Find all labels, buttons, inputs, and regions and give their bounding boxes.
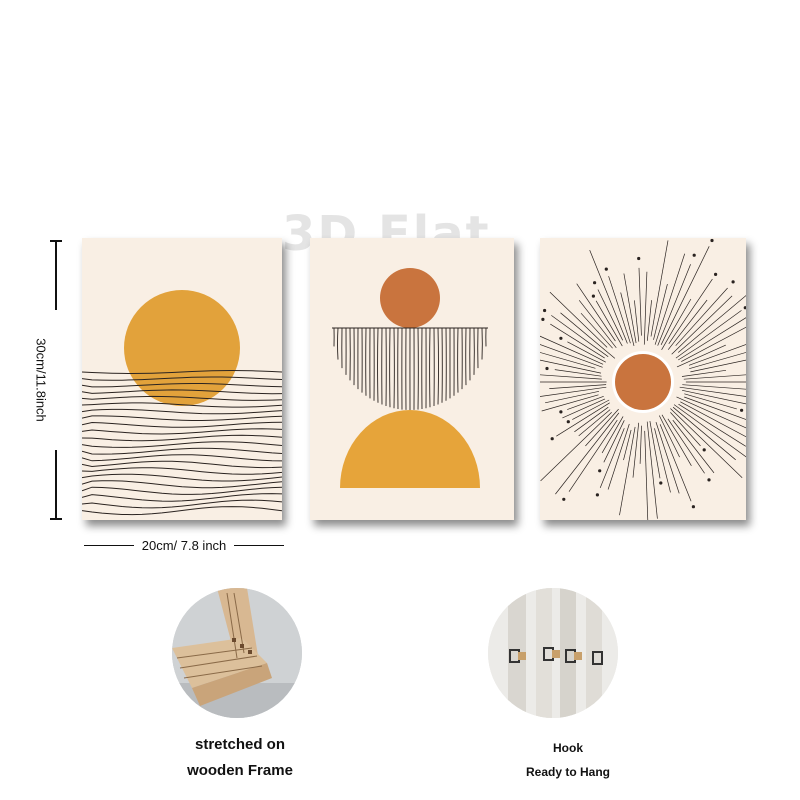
width-dimension: 20cm/ 7.8 inch [84,538,284,553]
ray-dot [605,268,608,271]
sunset-lines-artwork [82,238,282,520]
ray-dot [692,505,695,508]
ray-dot [710,239,713,242]
ray-dot [659,481,662,484]
hook-image [488,588,618,718]
sunburst-artwork [540,238,746,520]
ray-dot [703,448,706,451]
frame-caption-line1: stretched on [160,732,320,758]
wooden-frame-image [172,588,302,718]
ray-dot [732,280,735,283]
ray-dot [592,295,595,298]
ray-dot [637,257,640,260]
ray-dot [707,478,710,481]
ray-dot [596,493,599,496]
hook-caption-line2: Ready to Hang [478,760,658,784]
wooden-frame-photo [172,588,302,718]
ray-dot [545,367,548,370]
height-dimension-line-bottom [55,450,57,520]
hook-caption: Hook Ready to Hang [478,736,658,784]
ray-dot [693,254,696,257]
ray-dot [714,273,717,276]
ray-dot [559,410,562,413]
ray-dot [551,437,554,440]
height-dimension-label: 30cm/11.8inch [34,338,49,422]
print-panel-semicircles [310,238,514,520]
ray-dot [567,420,570,423]
width-dimension-line-right [234,545,284,546]
height-dimension-cap-bottom [50,518,62,520]
ray-dot [541,318,544,321]
ray-dot [559,337,562,340]
frame-caption-line2: wooden Frame [160,758,320,784]
hook-caption-line1: Hook [478,736,658,760]
height-dimension-cap-top [50,240,62,242]
frame-caption: stretched on wooden Frame [160,732,320,784]
ray-dot [593,281,596,284]
ray-dot [562,498,565,501]
width-dimension-line-left [84,545,134,546]
ray-dot [543,309,546,312]
ray-dot [598,469,601,472]
hook-photo [488,588,618,718]
width-dimension-label: 20cm/ 7.8 inch [134,538,235,553]
print-panel-sunburst [540,238,746,520]
ray-dot [740,409,743,412]
print-panel-sunset [82,238,282,520]
height-dimension-line-top [55,240,57,310]
stacked-semicircles-artwork [310,238,514,520]
